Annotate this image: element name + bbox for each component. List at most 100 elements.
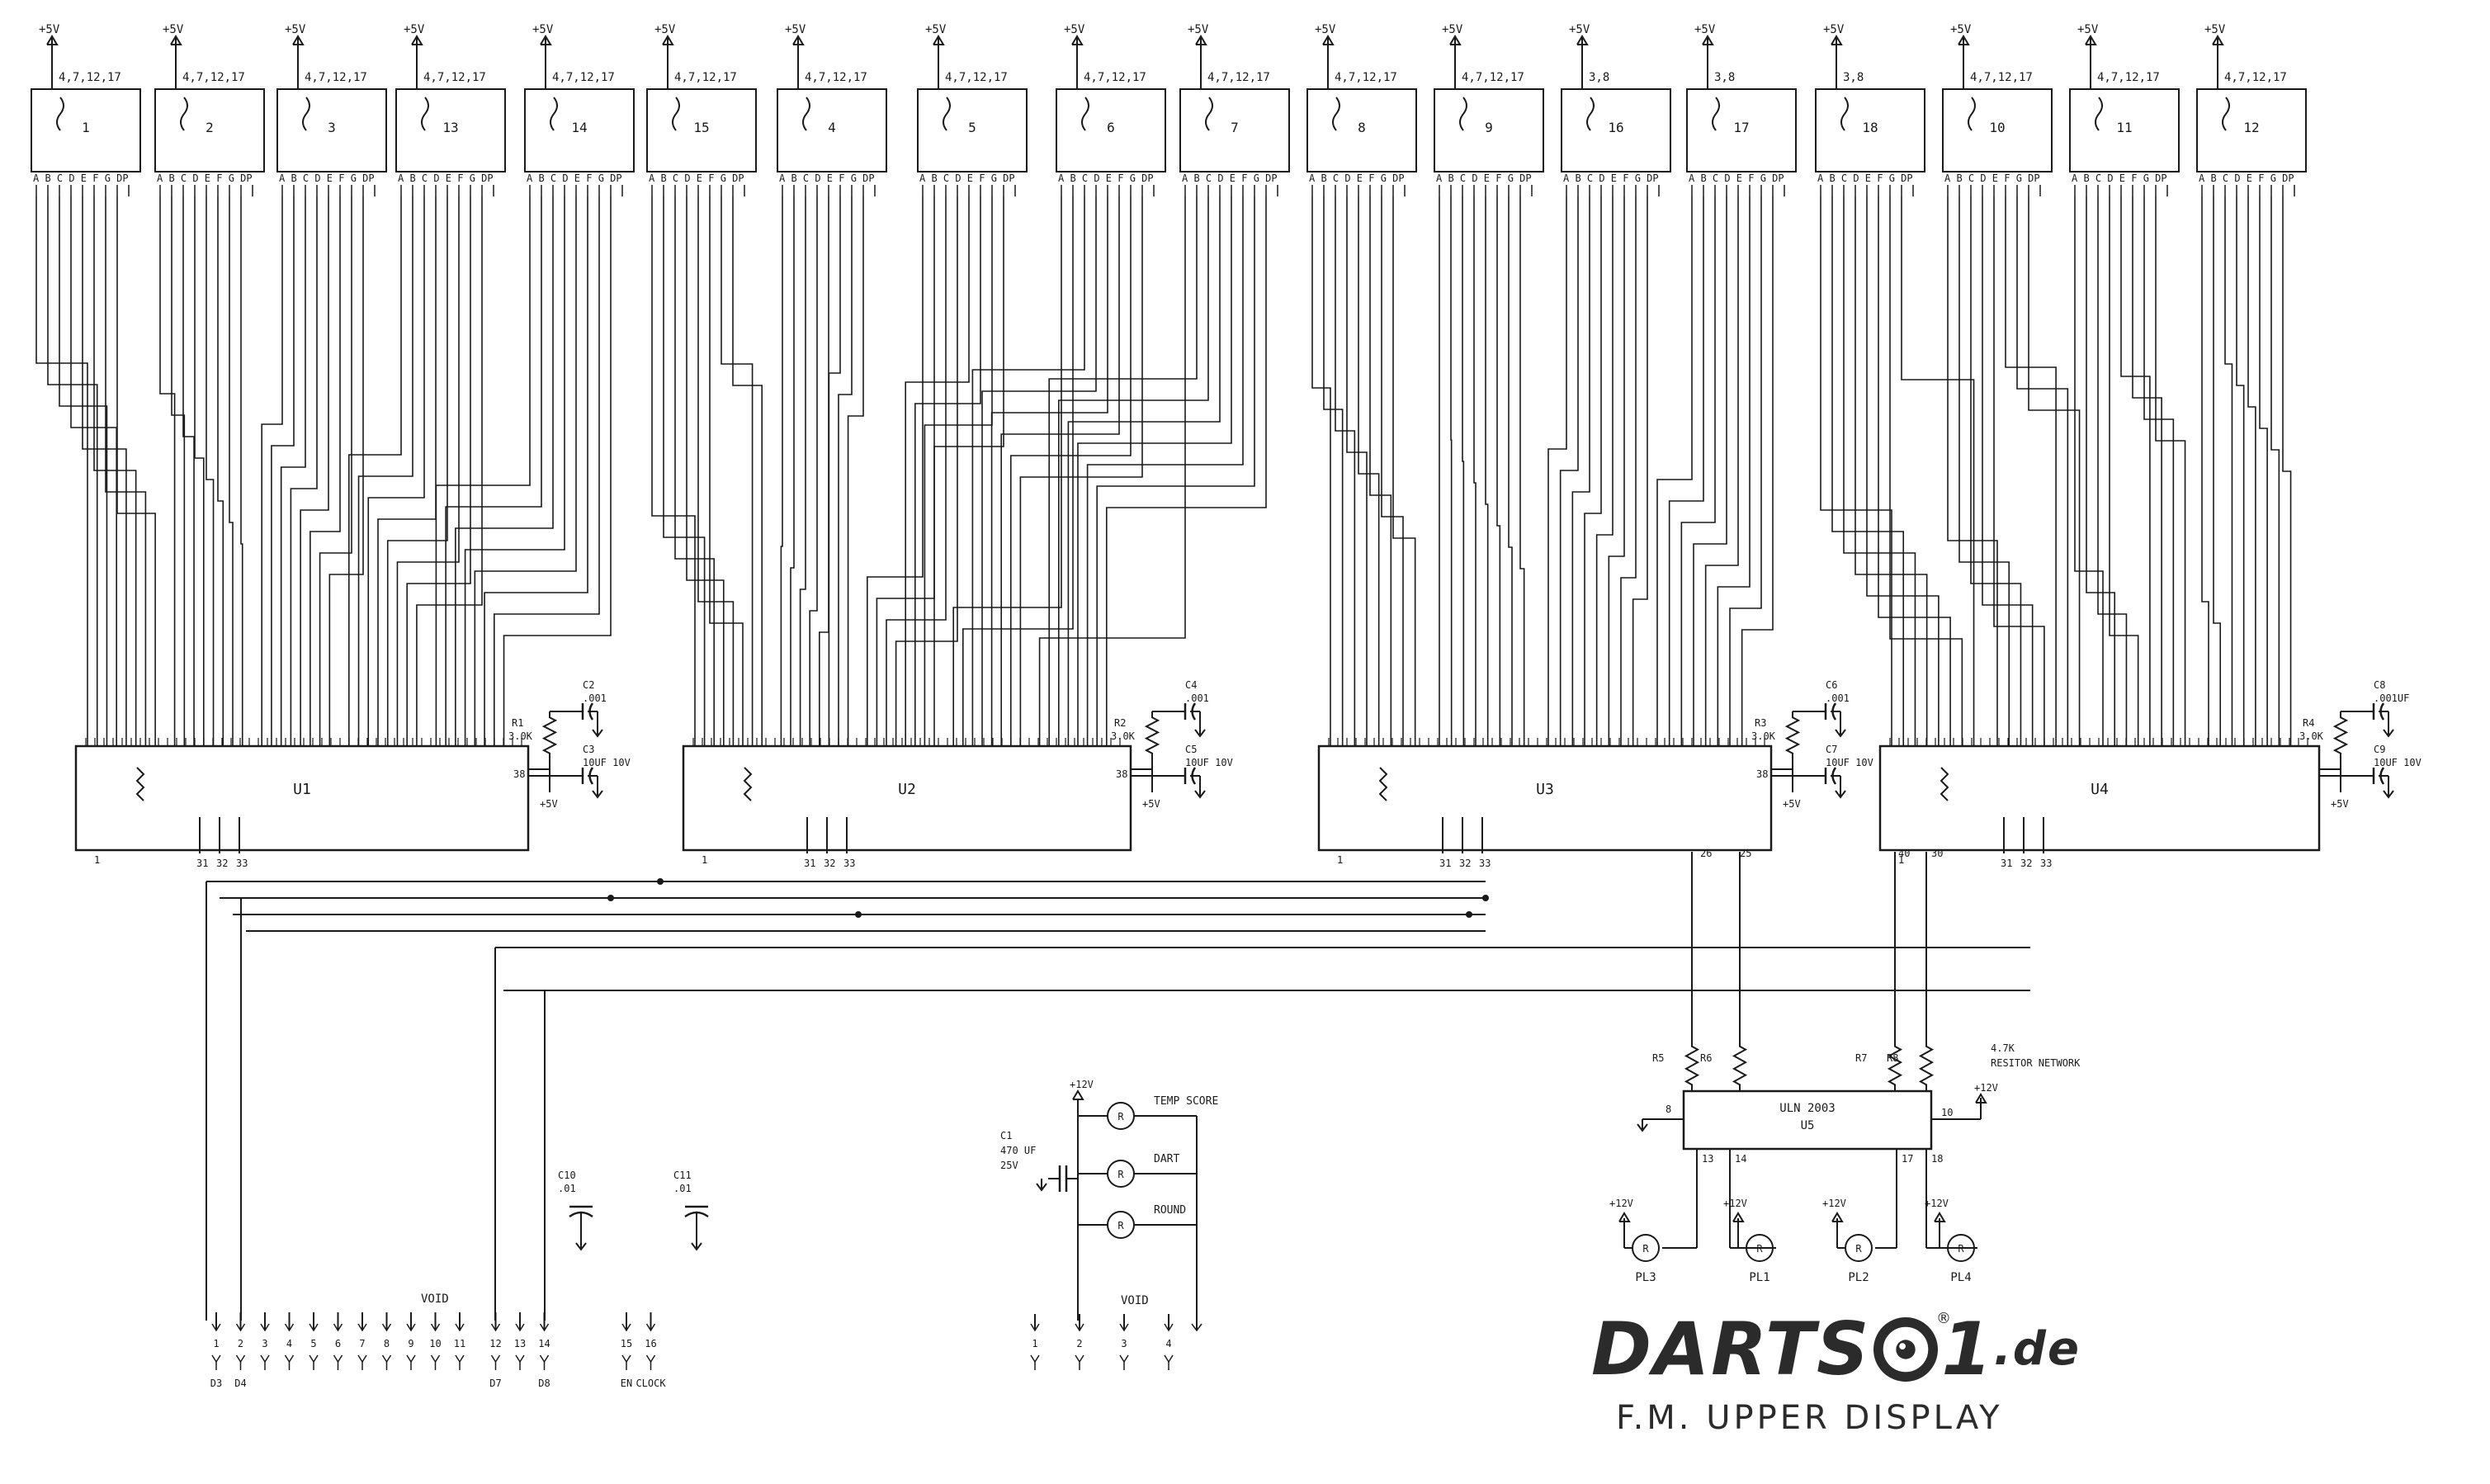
segment-bus-15 bbox=[651, 196, 763, 746]
segment-wire bbox=[406, 196, 471, 746]
uln-pin-label: 13 bbox=[1702, 1153, 1713, 1165]
segment-wire bbox=[435, 196, 531, 746]
segment-bus-13 bbox=[347, 196, 483, 746]
segment-wire bbox=[1866, 196, 1940, 746]
lamp-connector-pin-3: 3 bbox=[1119, 1314, 1129, 1370]
registered-mark: ® bbox=[1936, 1310, 1951, 1327]
supply-arrow bbox=[1732, 1212, 1745, 1222]
resistor-value: 3.0K bbox=[508, 730, 533, 742]
wiring bbox=[35, 196, 2292, 1321]
segment-wire bbox=[1381, 196, 1404, 746]
driver-ref: U1 bbox=[293, 781, 311, 798]
ground-symbol bbox=[691, 1242, 702, 1251]
cap-ref: C2 bbox=[583, 679, 594, 691]
segment-wire bbox=[1067, 196, 1221, 746]
lamp-label: ROUND bbox=[1154, 1204, 1186, 1217]
cap-value: 10UF 10V bbox=[2374, 757, 2421, 768]
segment-bus-10 bbox=[1947, 196, 2081, 746]
display-coil bbox=[1205, 97, 1213, 131]
connector-void-label: VOID bbox=[421, 1293, 449, 1306]
bus-junction bbox=[1482, 895, 1489, 901]
connector-pin-4: 4 bbox=[284, 1312, 295, 1370]
connector-pin-number: 5 bbox=[310, 1338, 316, 1349]
connector-arrow bbox=[1119, 1323, 1129, 1332]
resistor-value: 3.0K bbox=[1111, 730, 1136, 742]
display-coil bbox=[1968, 97, 1976, 131]
segment-bus-11 bbox=[2074, 196, 2186, 746]
connector-arrow bbox=[645, 1323, 656, 1332]
ground-symbol bbox=[592, 729, 603, 738]
segment-wire bbox=[484, 196, 588, 746]
supply-arrow bbox=[1322, 35, 1335, 45]
segment-wire bbox=[914, 196, 981, 746]
segment-wire bbox=[416, 196, 483, 746]
display-pins-label: 4,7,12,17 bbox=[552, 71, 615, 84]
segment-wire bbox=[2086, 196, 2116, 746]
segment-wire bbox=[962, 196, 1074, 746]
display-segment-labels: A B C D E F G DP bbox=[779, 173, 875, 184]
segment-wire bbox=[933, 196, 1004, 746]
resistor-value: 3.0K bbox=[2299, 730, 2324, 742]
connector-arrow bbox=[260, 1323, 270, 1332]
ground-symbol bbox=[2383, 729, 2394, 738]
display-number: 5 bbox=[968, 120, 976, 135]
segment-wire bbox=[1106, 196, 1267, 746]
display-pins-label: 4,7,12,17 bbox=[59, 71, 121, 84]
display-supply-label: +5V bbox=[654, 23, 676, 36]
display-coil bbox=[56, 97, 64, 131]
segment-bus-8 bbox=[1311, 196, 1416, 746]
dartboard-icon bbox=[1873, 1317, 1939, 1382]
segment-wire bbox=[1485, 196, 1489, 746]
segment-wire bbox=[1077, 196, 1232, 746]
uln-pin-label: 17 bbox=[1902, 1153, 1913, 1165]
segment-wire bbox=[1843, 196, 1916, 746]
segment-wire bbox=[280, 196, 306, 746]
segment-wire bbox=[1038, 196, 1186, 746]
segment-wire bbox=[1392, 196, 1416, 746]
cap-ref: C8 bbox=[2374, 679, 2385, 691]
display-number: 1 bbox=[82, 120, 90, 135]
display-supply-label: +5V bbox=[2077, 23, 2099, 36]
display-segment-labels: A B C D E F G DP bbox=[527, 173, 622, 184]
connector-arrow bbox=[490, 1323, 501, 1332]
driver-pin-label: 1 bbox=[94, 854, 100, 866]
bus-junction bbox=[1466, 911, 1472, 918]
cap-C10: C10.01 bbox=[558, 1170, 593, 1251]
segment-wire bbox=[952, 196, 1062, 746]
display-segment-labels: A B C D E F G DP bbox=[279, 173, 375, 184]
display-number: 8 bbox=[1358, 120, 1366, 135]
segment-wire bbox=[386, 196, 448, 746]
segment-wire bbox=[1993, 196, 2045, 746]
display-number: 17 bbox=[1733, 120, 1749, 135]
display-body bbox=[646, 88, 757, 173]
segment-bus-18 bbox=[1820, 196, 1975, 746]
display-coil bbox=[302, 97, 310, 131]
lamp-label: TEMP SCORE bbox=[1154, 1095, 1218, 1108]
segment-wire bbox=[347, 196, 402, 746]
segment-wire bbox=[300, 196, 329, 746]
display-body bbox=[2196, 88, 2307, 173]
segment-wire bbox=[1519, 196, 1525, 746]
connector-pin-number: 2 bbox=[238, 1338, 243, 1349]
segment-wire bbox=[1584, 196, 1602, 746]
driver-body bbox=[682, 744, 1132, 852]
connector-arrow bbox=[406, 1323, 416, 1332]
display-body bbox=[1686, 88, 1797, 173]
connector-pin-number: 7 bbox=[359, 1338, 365, 1349]
segment-wire bbox=[105, 196, 147, 746]
segment-wire bbox=[503, 196, 612, 746]
connector-pin-2: 2D4 bbox=[234, 1312, 247, 1389]
cap-value: .001 bbox=[1185, 692, 1209, 704]
segment-wire bbox=[1496, 196, 1501, 746]
display-coil bbox=[1586, 97, 1595, 131]
driver-pin-label: 33 bbox=[2040, 858, 2052, 869]
connector-mark bbox=[260, 1354, 270, 1363]
